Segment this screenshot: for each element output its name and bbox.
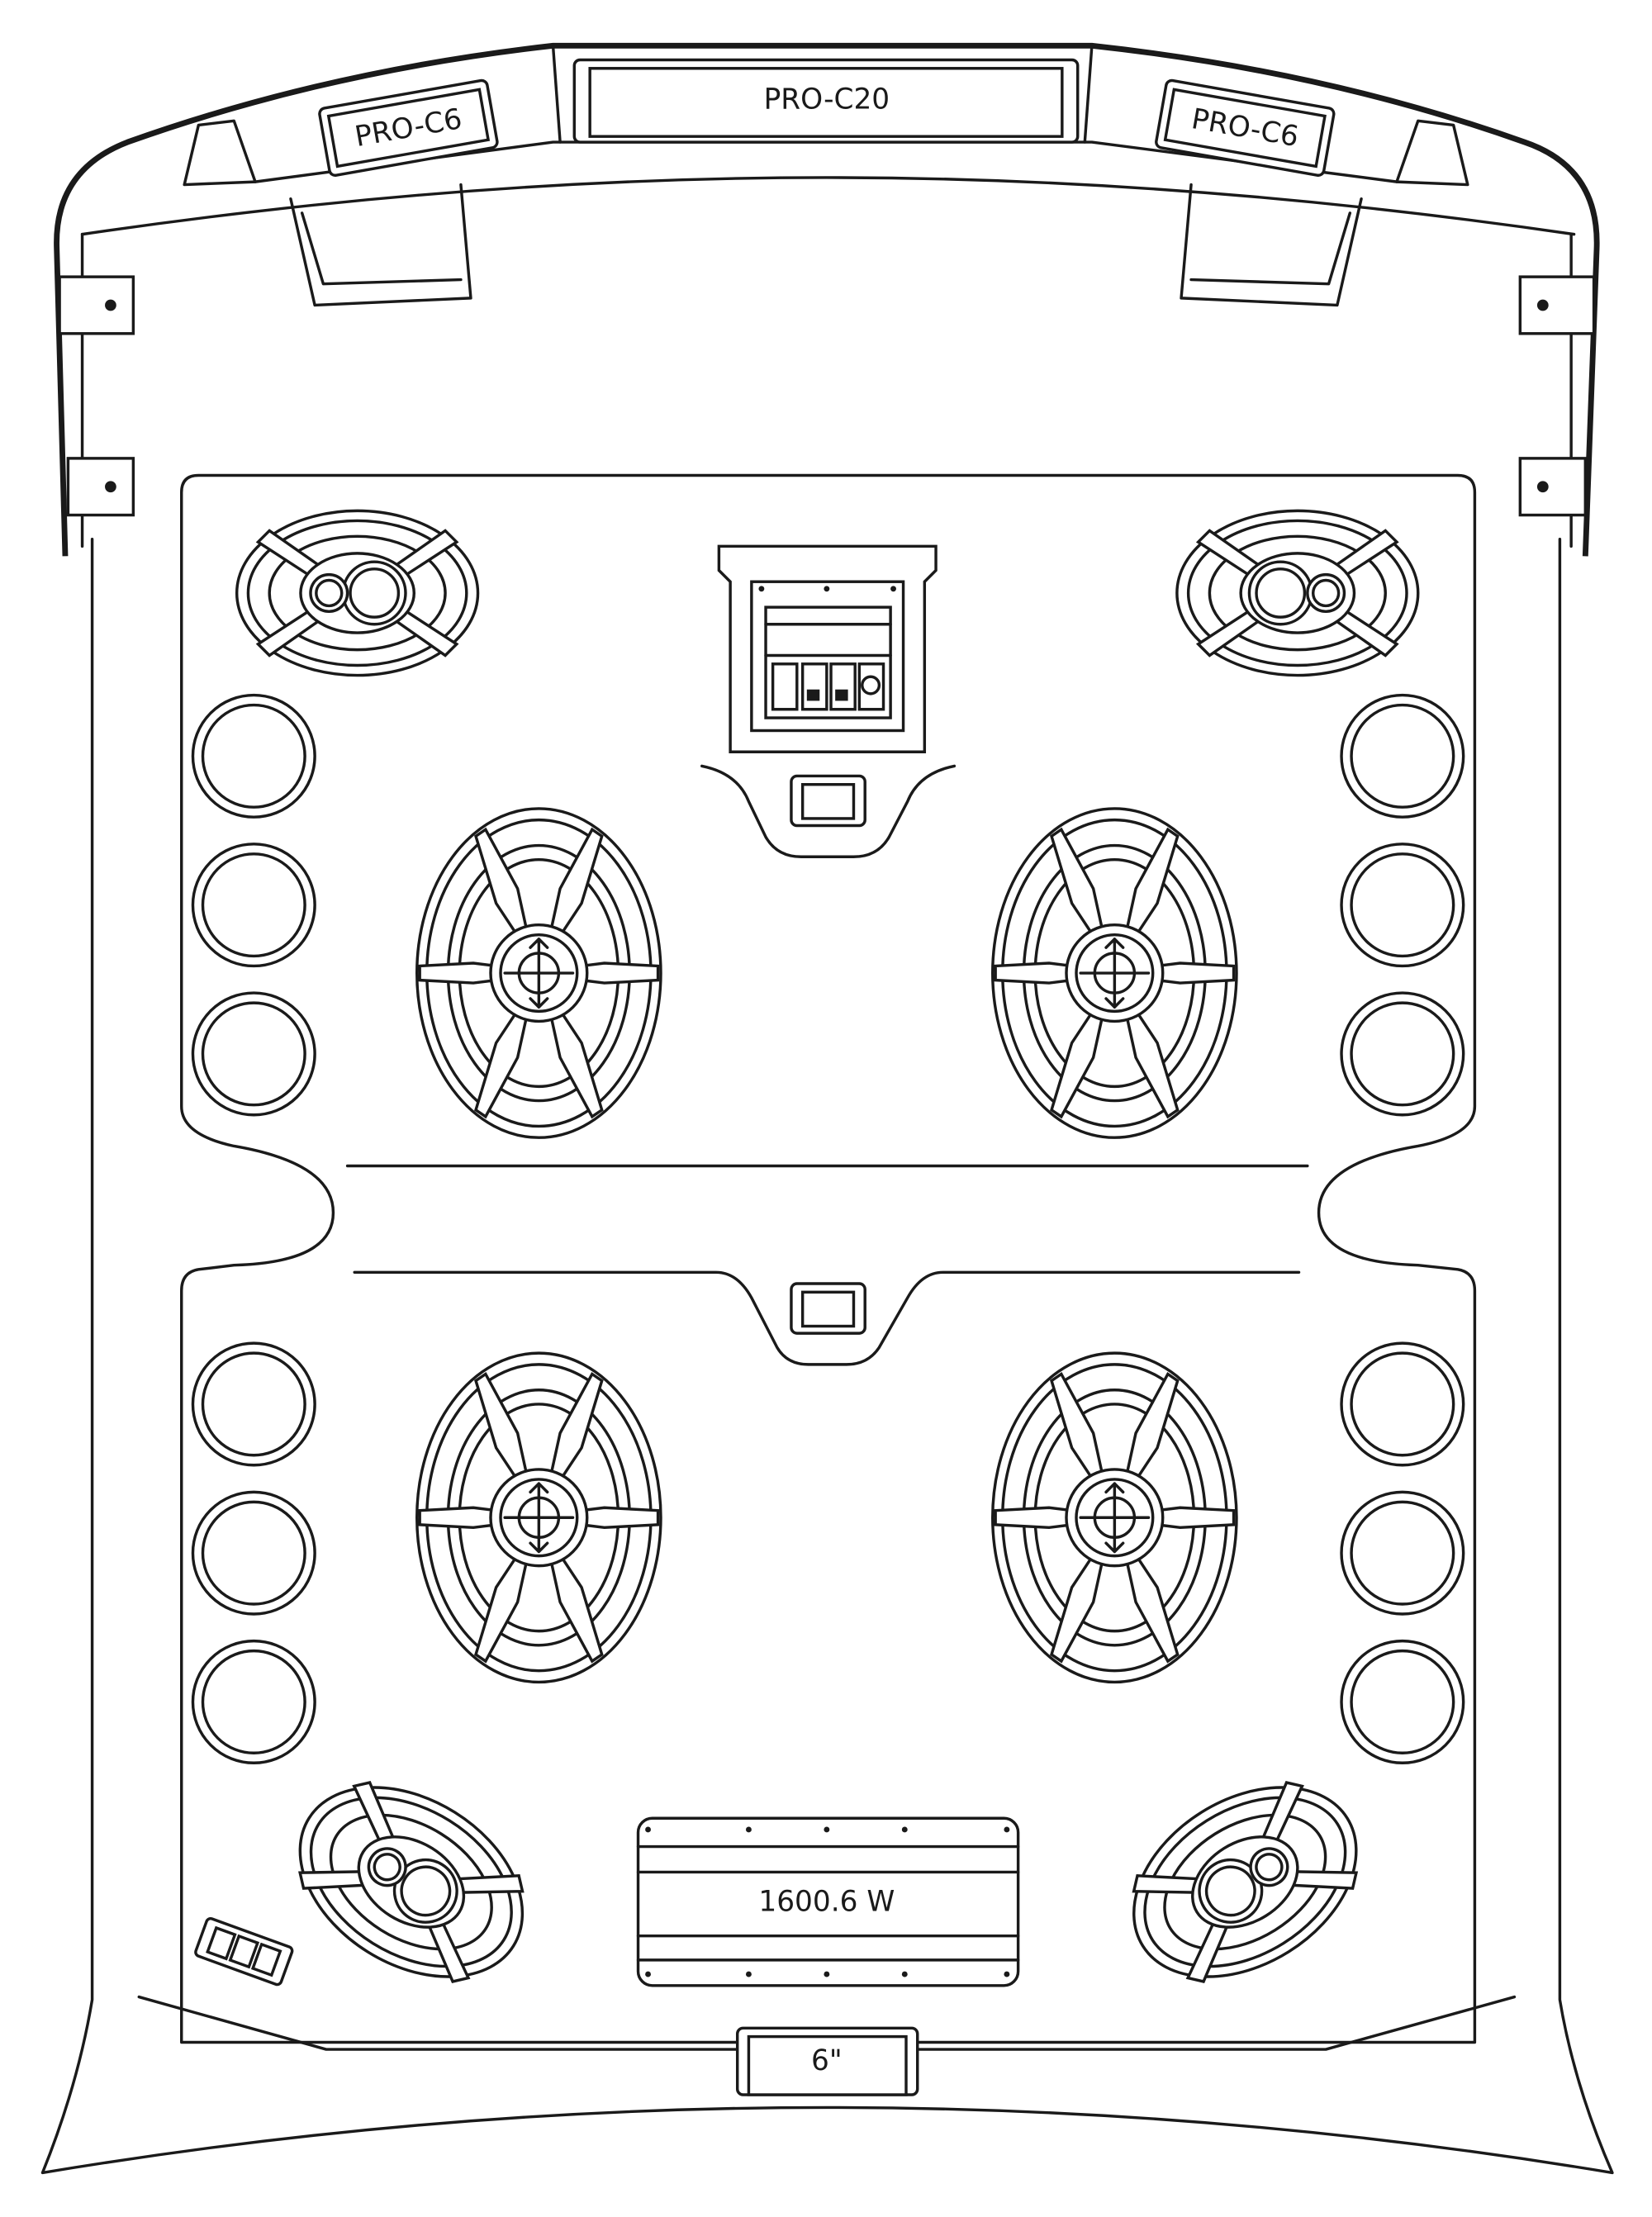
speaker-grille-spoke [418,1506,498,1530]
speaker-grille-spoke [994,1506,1074,1530]
light-bar-center-label: PRO-C20 [764,83,890,116]
speaker-grille-spoke [994,961,1074,985]
speaker-6x9-front-left [415,807,662,1139]
round-button-right-1[interactable] [1340,693,1465,819]
round-button-right-6[interactable] [1340,1639,1465,1764]
subwoofer-tab: 6" [735,2026,919,2096]
round-button-left-4[interactable] [191,1341,316,1467]
round-button-left-2[interactable] [191,843,316,968]
amplifier-screw [746,1971,752,1977]
light-bar-center: PRO-C20 [572,58,1080,144]
rocker-switch-1[interactable] [771,662,799,711]
amplifier-screw [824,1971,830,1977]
speaker-grille-spoke [580,1506,660,1530]
amplifier-screw [901,1826,908,1833]
coax-speaker-bottom-left [298,1781,525,1983]
speaker-grille-spoke [1156,961,1236,985]
speaker-grille-spoke [1156,1506,1236,1530]
round-button-right-3[interactable] [1340,991,1465,1117]
round-button-left-1[interactable] [191,693,316,819]
amplifier: 1600.6 W [636,1816,1020,1987]
round-button-right-5[interactable] [1340,1490,1465,1616]
round-button-left-5[interactable] [191,1490,316,1616]
amplifier-screw [645,1826,651,1833]
amplifier-label: 1600.6 W [758,1886,895,1919]
speaker-6x9-rear-right [991,1351,1238,1684]
speaker-6x9-front-right [991,807,1238,1139]
light-bar-right: PRO-C6 [1155,78,1336,177]
headliner-panels [180,473,1477,2044]
coax-speaker-top-left [235,509,480,677]
switch-panel [717,544,938,753]
dome-switch-lower[interactable] [790,1282,866,1335]
round-button-right-2[interactable] [1340,843,1465,968]
dome-switch-upper[interactable] [790,774,866,828]
round-button-left-6[interactable] [191,1639,316,1764]
round-button-left-3[interactable] [191,991,316,1117]
speaker-grille-spoke [418,961,498,985]
side-switch-block[interactable] [194,1916,294,1987]
subwoofer-label: 6" [811,2044,843,2077]
speaker-grille-spoke [580,961,660,985]
rocker-switch-2[interactable] [800,662,828,711]
speaker-6x9-rear-left [415,1351,662,1684]
amplifier-screw [645,1971,651,1977]
amplifier-screw [901,1971,908,1977]
rocker-switch-3[interactable] [829,662,857,711]
roof-shell [40,42,1614,2175]
amplifier-screw [824,1826,830,1833]
coax-speaker-bottom-right [1132,1781,1359,1983]
coax-speaker-top-right [1175,509,1420,677]
amplifier-screw [1004,1826,1010,1833]
light-bar-left: PRO-C6 [318,78,499,177]
amplifier-screw [1004,1971,1010,1977]
amplifier-screw [746,1826,752,1833]
round-button-right-4[interactable] [1340,1341,1465,1467]
